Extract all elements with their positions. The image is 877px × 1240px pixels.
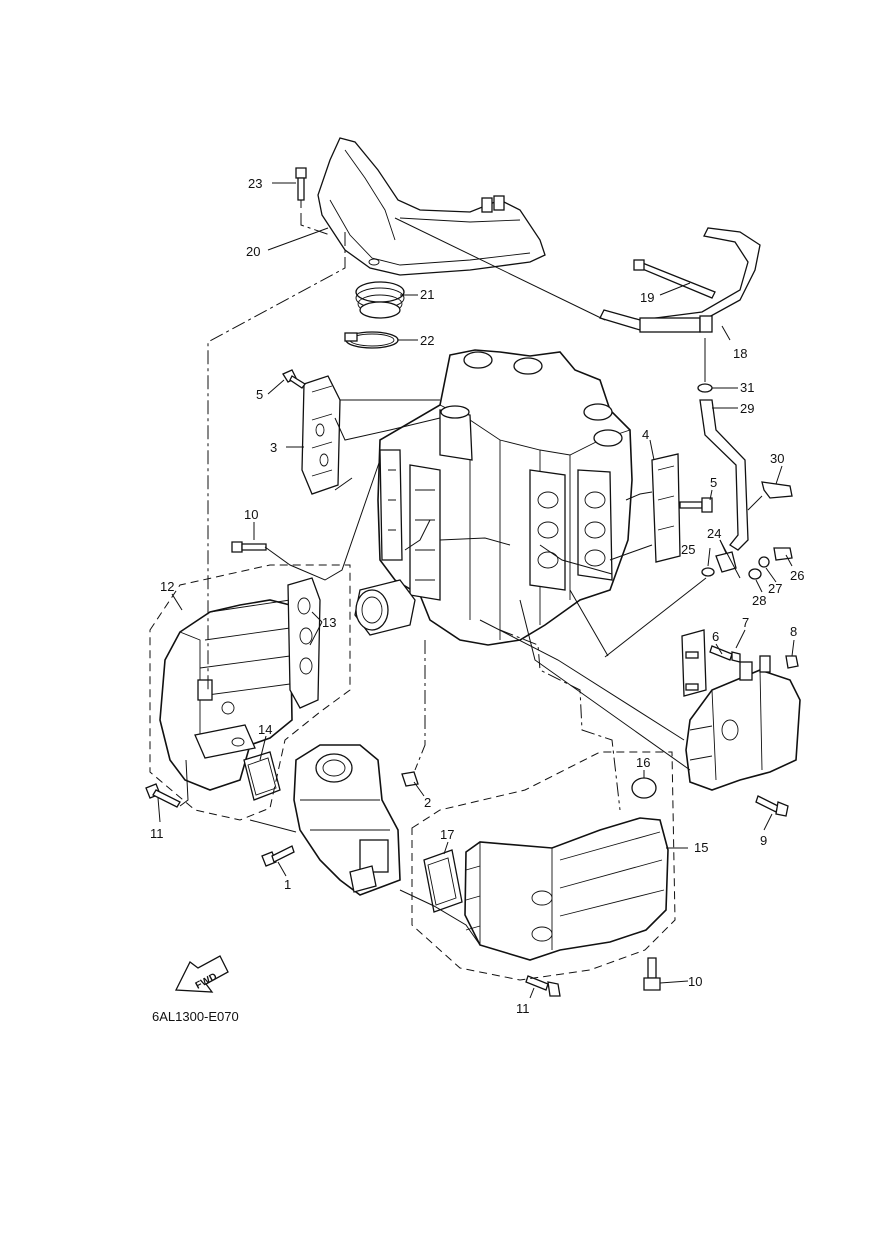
callout-2: 2 <box>424 795 431 810</box>
intake-silencer-cover <box>317 137 546 276</box>
callout-5-left: 5 <box>256 387 263 402</box>
leader-lines <box>157 182 795 999</box>
intake-manifold-12 <box>159 599 293 791</box>
bolt-11b <box>525 975 561 997</box>
callout-labels: 23 20 21 22 19 18 31 29 5 3 4 5 30 10 24… <box>150 176 804 1016</box>
callout-27: 27 <box>768 581 782 596</box>
callout-9: 9 <box>760 833 767 848</box>
callout-20: 20 <box>246 244 260 259</box>
callout-23: 23 <box>248 176 262 191</box>
callout-19: 19 <box>640 290 654 305</box>
callout-5-right: 5 <box>710 475 717 490</box>
bracket-6 <box>681 629 707 697</box>
reference-lines <box>179 214 763 946</box>
callout-4: 4 <box>642 427 649 442</box>
bolt-10b <box>643 957 661 991</box>
cover-plate-4 <box>651 453 681 563</box>
callout-31: 31 <box>740 380 754 395</box>
vapor-separator <box>685 655 801 791</box>
clamp-22 <box>344 331 399 349</box>
cylinder-block <box>377 349 633 646</box>
bolt-9 <box>755 795 789 817</box>
callout-6: 6 <box>712 629 719 644</box>
cable-tie-19 <box>633 259 716 299</box>
callout-7: 7 <box>742 615 749 630</box>
callout-14: 14 <box>258 722 272 737</box>
bolt-1 <box>261 845 295 867</box>
bolt-5a <box>282 369 306 389</box>
callout-30: 30 <box>770 451 784 466</box>
callout-1: 1 <box>284 877 291 892</box>
callout-25: 25 <box>681 542 695 557</box>
callout-17: 17 <box>440 827 454 842</box>
callout-18: 18 <box>733 346 747 361</box>
bolt-10a <box>231 541 267 553</box>
rubber-boot-21 <box>355 281 405 319</box>
drawing-code: 6AL1300-E070 <box>152 1009 239 1024</box>
callout-10-bottom: 10 <box>688 974 702 989</box>
bolt-11a <box>145 783 181 808</box>
fuel-filter-canister <box>354 579 416 636</box>
fittings-24-28 <box>701 547 793 580</box>
callout-13: 13 <box>322 615 336 630</box>
cover-plate-3 <box>301 375 341 495</box>
callout-8: 8 <box>790 624 797 639</box>
manifold-12-group-outline <box>149 564 351 821</box>
throttle-body <box>293 744 401 896</box>
o-ring-16 <box>631 777 657 799</box>
bolt-7 <box>709 645 741 663</box>
clip-30 <box>761 481 793 499</box>
nut-8 <box>785 655 799 669</box>
callout-22: 22 <box>420 333 434 348</box>
gasket-17 <box>423 849 463 913</box>
callout-16: 16 <box>636 755 650 770</box>
hose-18 <box>599 227 761 333</box>
intake-manifold-15 <box>464 817 669 961</box>
callout-12: 12 <box>160 579 174 594</box>
callout-24: 24 <box>707 526 721 541</box>
callout-3: 3 <box>270 440 277 455</box>
callout-21: 21 <box>420 287 434 302</box>
callout-11-left: 11 <box>150 826 164 841</box>
fwd-arrow <box>174 955 229 993</box>
callout-29: 29 <box>740 401 754 416</box>
callout-11-bottom: 11 <box>516 1001 530 1016</box>
bolt-5b <box>679 497 713 513</box>
manifold-15-group-outline <box>411 751 676 981</box>
bolt-23 <box>295 167 307 225</box>
gasket-13 <box>287 577 321 709</box>
callout-10-top: 10 <box>244 507 258 522</box>
gasket-14 <box>243 751 281 801</box>
callout-28: 28 <box>752 593 766 608</box>
callout-26: 26 <box>790 568 804 583</box>
callout-15: 15 <box>694 840 708 855</box>
